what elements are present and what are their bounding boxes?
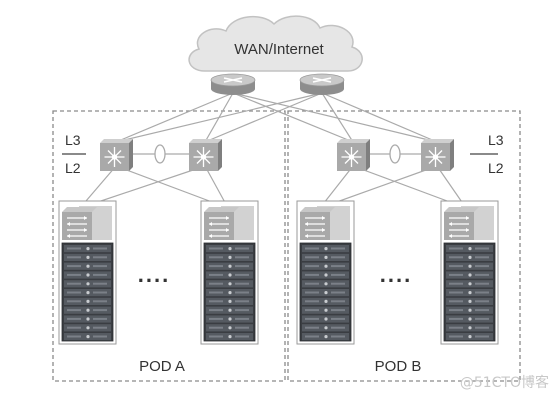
server-racks [58, 200, 499, 345]
peer-link-ring [154, 144, 166, 164]
wan-label: WAN/Internet [234, 41, 324, 58]
l2-switch-icon [444, 206, 494, 240]
pod-b-boundary [287, 110, 521, 382]
l2-switch-icon [300, 206, 350, 240]
l3-switch-icon [189, 139, 222, 171]
server-units [61, 242, 114, 342]
watermark: @51CTO博客 [460, 374, 549, 391]
server-rack-icon [296, 200, 355, 345]
rack-ellipsis: .... [380, 262, 412, 287]
l2-label-right: L2 [488, 160, 504, 176]
router-icon [210, 73, 256, 95]
link-lines [79, 92, 467, 209]
l2-label-left: L2 [65, 160, 81, 176]
l3-label-right: L3 [488, 132, 504, 148]
pod-b-label: POD B [375, 358, 422, 375]
server-units [443, 242, 496, 342]
l3-switch-icon [100, 139, 133, 171]
pod-a-label: POD A [139, 358, 185, 375]
l2-switch-icon [62, 206, 112, 240]
server-rack-icon [200, 200, 259, 345]
server-units [203, 242, 256, 342]
rack-ellipsis: .... [138, 262, 170, 287]
router-icon [299, 73, 345, 95]
cloud-icon [188, 15, 363, 72]
l3-label-left: L3 [65, 132, 81, 148]
server-rack-icon [58, 200, 117, 345]
server-units [299, 242, 352, 342]
l2-switch-icon [204, 206, 254, 240]
l3-switch-icon [337, 139, 370, 171]
l3-switch-icon [421, 139, 454, 171]
server-rack-icon [440, 200, 499, 345]
pod-a-boundary [52, 110, 286, 382]
peer-link-ring [389, 144, 401, 164]
